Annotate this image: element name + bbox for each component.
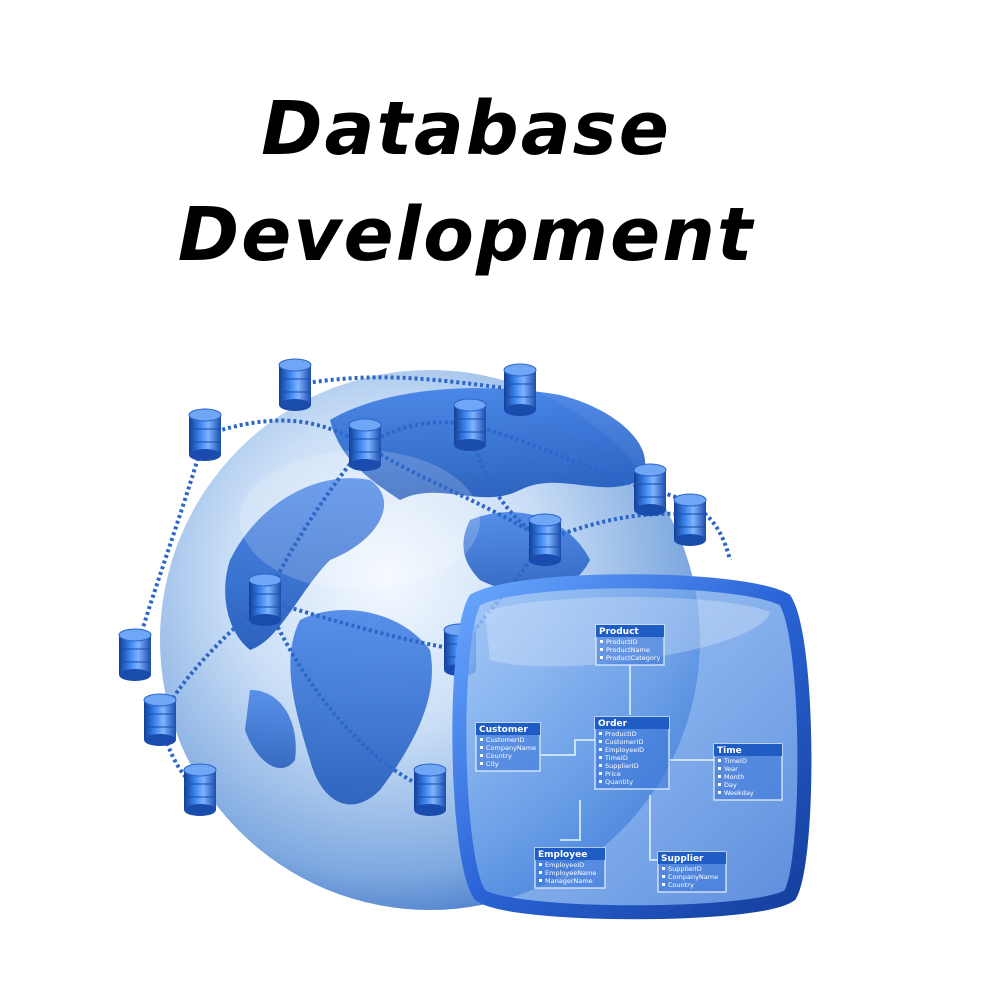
- field-key-icon: [599, 756, 602, 759]
- database-icon: [453, 398, 487, 452]
- database-icon: [183, 763, 217, 817]
- schema-table-field: Country: [486, 752, 512, 760]
- schema-table-field: CustomerID: [486, 736, 525, 744]
- schema-table-field: Weekday: [724, 789, 754, 797]
- schema-table-field: Day: [724, 781, 737, 789]
- field-key-icon: [599, 764, 602, 767]
- schema-table-field: EmployeeID: [545, 861, 584, 869]
- database-icon: [278, 358, 312, 412]
- schema-table-field: City: [486, 760, 499, 768]
- schema-table-field: EmployeeID: [605, 746, 644, 754]
- schema-table-field: Price: [605, 770, 621, 778]
- schema-table-field: SupplierID: [605, 762, 639, 770]
- schema-table-field: TimeID: [723, 757, 747, 765]
- database-icon: [503, 363, 537, 417]
- field-key-icon: [718, 775, 721, 778]
- field-key-icon: [480, 754, 483, 757]
- schema-table-field: CustomerID: [605, 738, 644, 746]
- schema-table-title: Product: [599, 627, 639, 637]
- field-key-icon: [600, 648, 603, 651]
- schema-table-field: Country: [668, 881, 694, 889]
- schema-table-field: Quantity: [605, 778, 633, 786]
- schema-table-field: ProductName: [606, 646, 650, 654]
- schema-table: EmployeeEmployeeIDEmployeeNameManagerNam…: [534, 847, 606, 889]
- field-key-icon: [539, 879, 542, 882]
- field-key-icon: [599, 732, 602, 735]
- field-key-icon: [539, 863, 542, 866]
- schema-table-title: Time: [717, 746, 742, 756]
- field-key-icon: [662, 867, 665, 870]
- field-key-icon: [480, 738, 483, 741]
- field-key-icon: [718, 783, 721, 786]
- page-title-line-2: Development: [177, 192, 755, 278]
- schema-table: OrderProductIDCustomerIDEmployeeIDTimeID…: [594, 716, 670, 790]
- schema-table-field: ProductCategory: [606, 654, 661, 662]
- page-title-line-1: Database: [261, 86, 671, 172]
- database-icon: [143, 693, 177, 747]
- database-icon: [528, 513, 562, 567]
- field-key-icon: [480, 746, 483, 749]
- field-key-icon: [599, 772, 602, 775]
- field-key-icon: [718, 759, 721, 762]
- field-key-icon: [662, 875, 665, 878]
- schema-table-field: SupplierID: [668, 865, 702, 873]
- database-icon: [188, 408, 222, 462]
- schema-table-field: Month: [724, 773, 744, 781]
- globe: [160, 370, 700, 910]
- field-key-icon: [599, 740, 602, 743]
- schema-table-field: Year: [723, 765, 738, 773]
- field-key-icon: [539, 871, 542, 874]
- schema-table-field: CompanyName: [668, 873, 718, 881]
- schema-table: ProductProductIDProductNameProductCatego…: [595, 624, 665, 666]
- schema-table-field: CompanyName: [486, 744, 536, 752]
- database-icon: [348, 418, 382, 472]
- database-icon: [673, 493, 707, 547]
- schema-table-field: EmployeeName: [545, 869, 596, 877]
- field-key-icon: [662, 883, 665, 886]
- schema-table-field: TimeID: [604, 754, 628, 762]
- field-key-icon: [718, 791, 721, 794]
- field-key-icon: [480, 762, 483, 765]
- schema-table-title: Customer: [479, 725, 528, 735]
- schema-table-field: ProductID: [606, 638, 638, 646]
- database-icon: [118, 628, 152, 682]
- database-icon: [633, 463, 667, 517]
- schema-table-field: ManagerName: [545, 877, 593, 885]
- field-key-icon: [600, 640, 603, 643]
- schema-table-field: ProductID: [605, 730, 637, 738]
- schema-table-title: Employee: [538, 850, 587, 860]
- schema-table-title: Supplier: [661, 854, 704, 864]
- schema-table-title: Order: [598, 719, 628, 729]
- database-icon: [248, 573, 282, 627]
- field-key-icon: [600, 656, 603, 659]
- field-key-icon: [599, 780, 602, 783]
- field-key-icon: [599, 748, 602, 751]
- schema-screen: ProductProductIDProductNameProductCatego…: [452, 574, 812, 920]
- database-icon: [413, 763, 447, 817]
- field-key-icon: [718, 767, 721, 770]
